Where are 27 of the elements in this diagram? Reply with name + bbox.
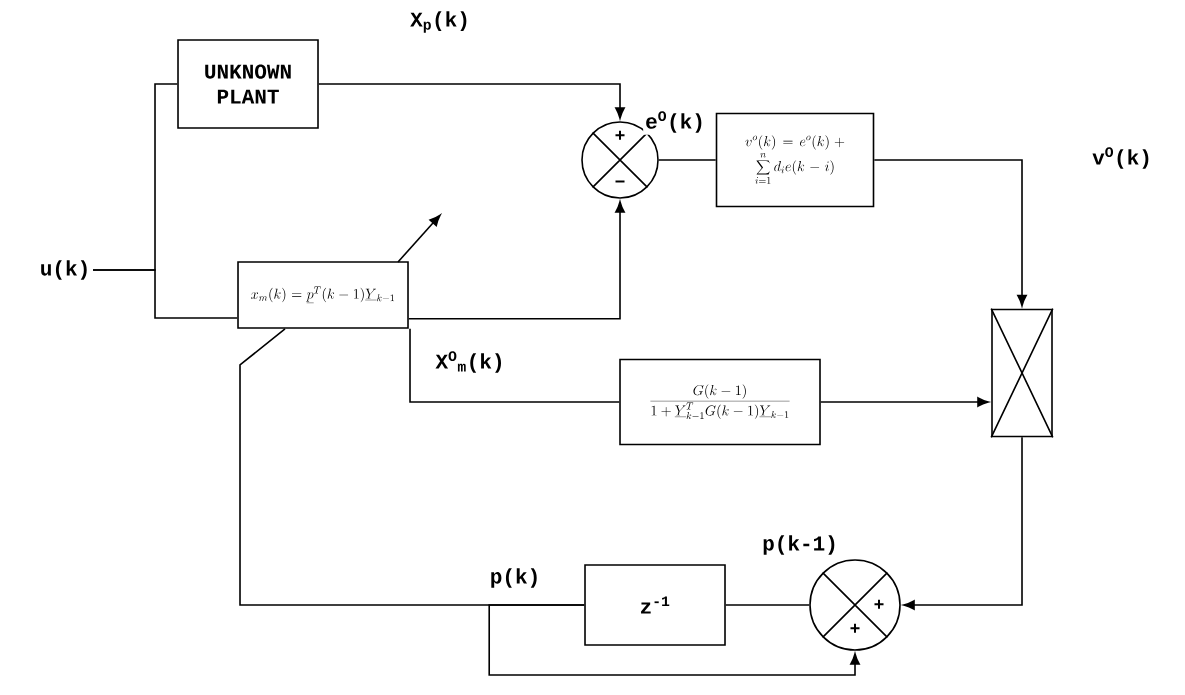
model-box: $x_m(k)=\underline{p}^T(k-1)\underline{Y}_{k-1}$ (237, 261, 409, 329)
signal-label: p(k) (487, 566, 543, 590)
process-box: $v^o(k)=e^o(k)+\sum_{i=1}^{n} d_i e(k-i)$ (715, 112, 875, 208)
signal-label: p(k-1) (760, 533, 840, 557)
connector (92, 269, 238, 319)
sign-label: + (874, 599, 884, 609)
signal-label: v$^{O}$(k) (1090, 145, 1154, 171)
connector (409, 328, 620, 403)
connector (658, 159, 717, 161)
signal-label: X$_{p}$(k) (408, 9, 472, 35)
connector (318, 83, 625, 119)
multiplier-box (990, 307, 1054, 439)
sign-label: + (615, 130, 625, 140)
connector (725, 604, 810, 606)
delay-box: z$^{-1}$ (584, 564, 726, 646)
signal-label: e$^{O}$(k) (643, 109, 707, 135)
connector (873, 159, 1027, 307)
connector (903, 436, 1023, 610)
connector (820, 397, 989, 407)
gain-box: $\frac{G(k-1)}{1+\underline{Y}^T_{k-1}G(k-1)\underline{Y}_{k-1}}$ (619, 358, 821, 446)
connector (488, 604, 860, 676)
signal-label: X$^{O}$$_{m}$(k) (433, 349, 507, 375)
process-box: UNKNOWN PLANT (177, 39, 319, 129)
sign-label: + (850, 623, 860, 633)
input-label: u(k) (41, 260, 87, 280)
sign-label: − (615, 180, 625, 183)
connector (408, 201, 625, 320)
